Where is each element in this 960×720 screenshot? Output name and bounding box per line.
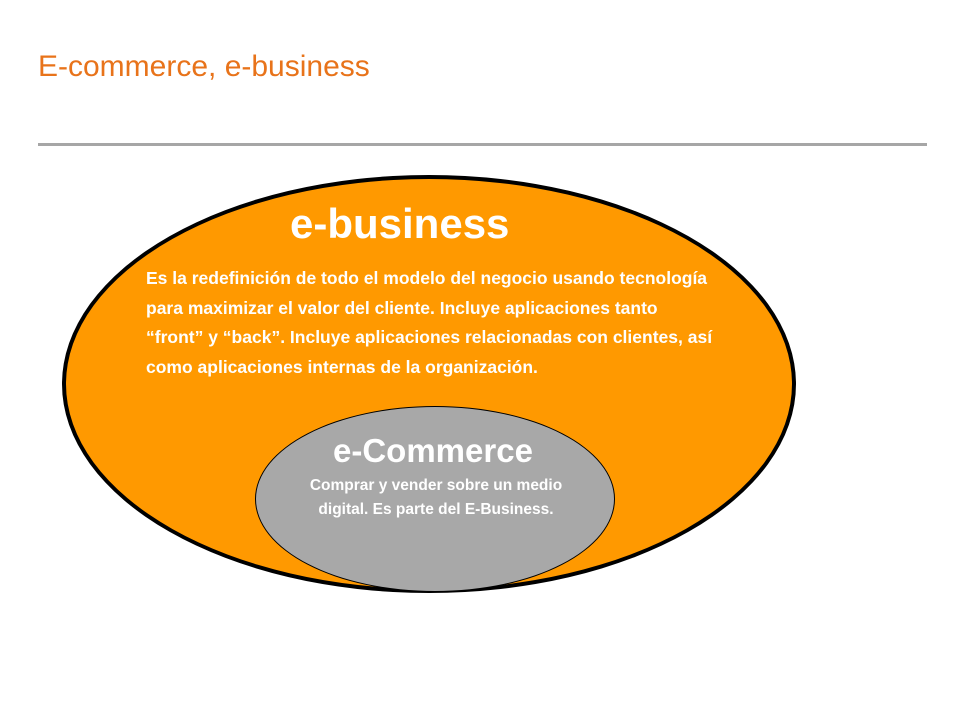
e-business-description: Es la redefinición de todo el modelo del… — [146, 268, 713, 377]
e-commerce-label: e-Commerce — [333, 432, 533, 469]
e-commerce-description: Comprar y vender sobre un medio digital.… — [309, 477, 563, 518]
title-divider — [38, 143, 927, 146]
slide-title: E-commerce, e-business — [38, 50, 370, 83]
e-commerce-ellipse — [255, 406, 615, 592]
e-business-label: e-business — [290, 200, 510, 247]
